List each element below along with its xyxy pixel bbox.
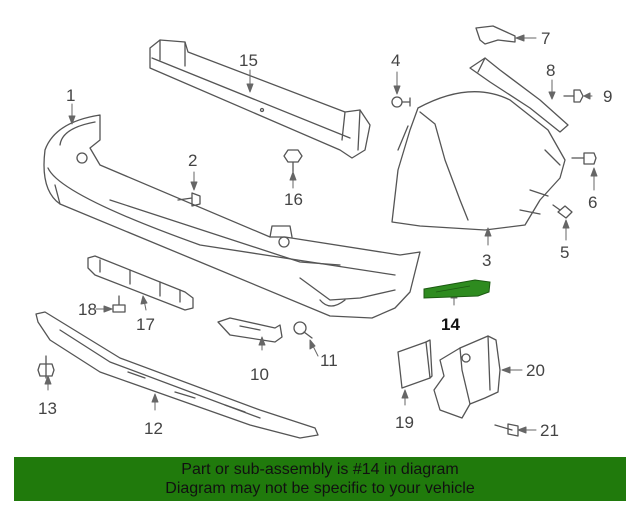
callout-4: 4 xyxy=(391,51,401,70)
reinforcement-beam xyxy=(149,39,371,159)
absorber-bracket xyxy=(87,255,194,311)
bumper-cover xyxy=(43,114,421,319)
callout-20: 20 xyxy=(526,361,545,380)
pad-19 xyxy=(397,339,433,389)
callout-15: 15 xyxy=(239,51,258,70)
callout-2: 2 xyxy=(188,151,198,170)
bolt-2 xyxy=(177,192,201,207)
callout-3: 3 xyxy=(482,251,492,270)
small-bracket xyxy=(217,317,283,343)
bolt-21 xyxy=(494,423,519,437)
bolt-6 xyxy=(571,152,597,165)
callout-14[interactable]: 14 xyxy=(441,315,460,334)
bumper-corner-panel xyxy=(391,91,566,231)
banner-line-2: Diagram may not be specific to your vehi… xyxy=(165,480,475,497)
leader-lines xyxy=(44,34,598,434)
banner-line-1: Part or sub-assembly is #14 in diagram xyxy=(181,461,459,478)
bolt-4 xyxy=(391,96,411,108)
bolt-16 xyxy=(283,149,303,173)
bolt-18 xyxy=(112,295,126,313)
clip-7 xyxy=(475,25,516,45)
callout-13: 13 xyxy=(38,399,57,418)
lower-garnish xyxy=(35,311,319,439)
callout-19: 19 xyxy=(395,413,414,432)
callout-11: 11 xyxy=(320,351,338,370)
callout-16: 16 xyxy=(284,190,303,209)
bolt-11 xyxy=(293,321,313,339)
highlighted-part-14[interactable] xyxy=(423,279,491,299)
bolt-5 xyxy=(552,204,573,219)
callout-18: 18 xyxy=(78,300,97,319)
callout-6: 6 xyxy=(588,193,598,212)
callout-10: 10 xyxy=(250,365,269,384)
callout-17: 17 xyxy=(136,315,155,334)
parts-diagram xyxy=(35,25,598,439)
side-bracket xyxy=(469,57,569,133)
bracket-20 xyxy=(433,335,501,419)
info-banner: Part or sub-assembly is #14 in diagram D… xyxy=(14,457,626,501)
callout-7: 7 xyxy=(541,29,551,48)
callout-9: 9 xyxy=(603,87,613,106)
callout-21: 21 xyxy=(540,421,559,440)
callout-12: 12 xyxy=(144,419,163,438)
callout-5: 5 xyxy=(560,243,570,262)
bolt-13 xyxy=(37,355,55,379)
bolt-9 xyxy=(563,89,584,103)
callout-1: 1 xyxy=(66,86,76,105)
callout-8: 8 xyxy=(546,61,556,80)
